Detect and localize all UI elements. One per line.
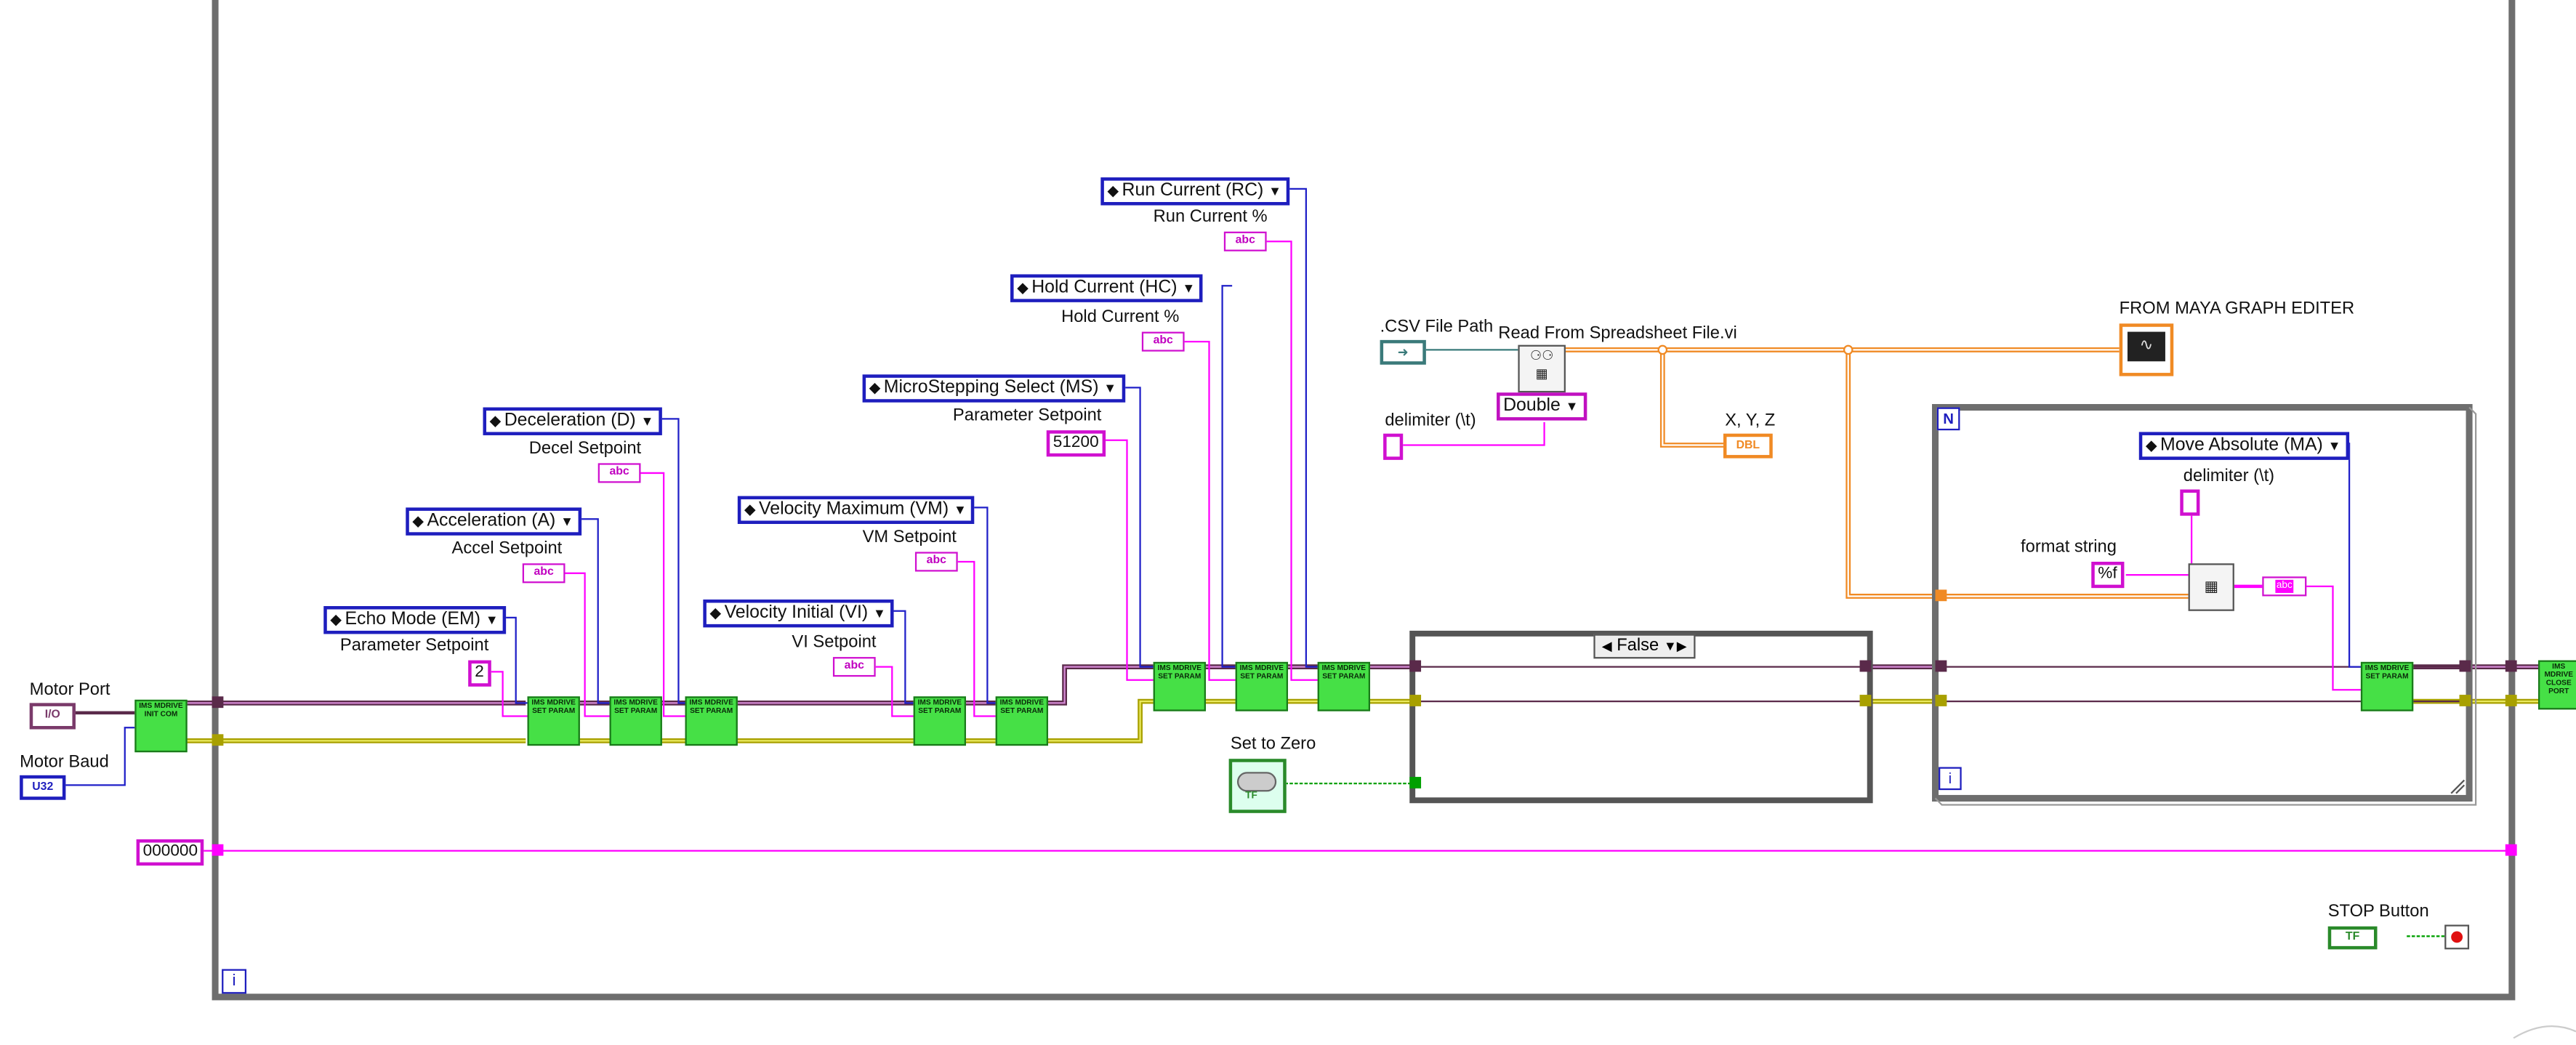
- delimiter-control[interactable]: [1383, 433, 1404, 460]
- echo-setpoint-constant[interactable]: 2: [468, 660, 491, 687]
- vi-setpoint-control[interactable]: abc: [832, 657, 876, 677]
- stop-button-control[interactable]: TF: [2327, 926, 2378, 950]
- csv-file-path-label: .CSV File Path: [1380, 317, 1494, 337]
- vm-setpoint-control[interactable]: abc: [914, 552, 958, 572]
- motor-baud-label: Motor Baud: [20, 752, 109, 772]
- read-spreadsheet-vi[interactable]: ⚆⚆▦: [1518, 344, 1566, 393]
- echo-mode-ring[interactable]: ◆Echo Mode (EM)▼: [323, 606, 507, 634]
- decel-setpoint-label: Decel Setpoint: [528, 438, 642, 459]
- while-loop-frame: [212, 0, 2516, 1001]
- delimiter-label-2: delimiter (\t): [2183, 466, 2275, 487]
- velocity-maximum-ring[interactable]: ◆Velocity Maximum (VM)▼: [737, 496, 975, 525]
- motor-port-label: Motor Port: [29, 679, 110, 700]
- loop-index-terminal: i: [1939, 767, 1962, 791]
- hold-current-control[interactable]: abc: [1141, 331, 1185, 352]
- set-param-subvi-hc[interactable]: IMS MDRIVE SET PARAM: [1235, 661, 1288, 711]
- read-spreadsheet-label: Read From Spreadsheet File.vi: [1498, 323, 1737, 344]
- count-terminal: N: [1936, 407, 1960, 431]
- set-param-subvi-vm[interactable]: IMS MDRIVE SET PARAM: [995, 696, 1049, 746]
- xyz-indicator: DBL: [1723, 433, 1773, 459]
- deceleration-ring[interactable]: ◆Deceleration (D)▼: [483, 407, 662, 435]
- run-current-ring[interactable]: ◆Run Current (RC)▼: [1100, 177, 1290, 206]
- delimiter-label: delimiter (\t): [1385, 411, 1476, 431]
- hold-current-pct-label: Hold Current %: [1061, 307, 1180, 327]
- format-string-label: format string: [2021, 537, 2117, 557]
- set-param-subvi-vi[interactable]: IMS MDRIVE SET PARAM: [913, 696, 966, 746]
- accel-setpoint-label: Accel Setpoint: [451, 538, 563, 559]
- csv-path-control[interactable]: ➜: [1380, 339, 1426, 365]
- xyz-label: X, Y, Z: [1725, 411, 1776, 431]
- delimiter-control-2[interactable]: [2180, 489, 2200, 516]
- graph-icon: ∿: [2127, 331, 2165, 362]
- run-current-control[interactable]: abc: [1223, 231, 1267, 251]
- vm-setpoint-label: VM Setpoint: [862, 527, 957, 547]
- format-string-constant[interactable]: %f: [2091, 561, 2124, 589]
- ms-setpoint-constant[interactable]: 51200: [1046, 430, 1106, 457]
- stop-button-label: STOP Button: [2327, 901, 2429, 921]
- decel-setpoint-control[interactable]: abc: [597, 463, 641, 483]
- parameter-setpoint-label: Parameter Setpoint: [339, 635, 489, 655]
- velocity-initial-ring[interactable]: ◆Velocity Initial (VI)▼: [703, 599, 895, 628]
- init-string-constant[interactable]: 000000: [136, 839, 205, 866]
- motor-port-control[interactable]: I/O: [29, 703, 76, 730]
- graph-indicator: ∿: [2119, 323, 2174, 376]
- stop-condition-terminal: [2444, 924, 2470, 950]
- motor-baud-control[interactable]: U32: [20, 775, 66, 800]
- toggle-switch-icon: [1236, 772, 1277, 792]
- set-param-subvi-echo[interactable]: IMS MDRIVE SET PARAM: [527, 696, 580, 746]
- from-maya-label: FROM MAYA GRAPH EDITER: [2119, 299, 2355, 319]
- init-com-subvi[interactable]: IMS MDRIVE INIT COM: [134, 699, 188, 753]
- acceleration-ring[interactable]: ◆Acceleration (A)▼: [406, 507, 582, 536]
- accel-setpoint-control[interactable]: abc: [522, 563, 565, 584]
- set-param-subvi-decel[interactable]: IMS MDRIVE SET PARAM: [685, 696, 738, 746]
- double-type-selector[interactable]: Double▼: [1497, 392, 1587, 421]
- set-to-zero-control[interactable]: TF: [1228, 759, 1287, 813]
- microstepping-ring[interactable]: ◆MicroStepping Select (MS)▼: [862, 374, 1125, 403]
- set-param-subvi-accel[interactable]: IMS MDRIVE SET PARAM: [609, 696, 662, 746]
- move-absolute-ring[interactable]: ◆Move Absolute (MA)▼: [2138, 432, 2349, 460]
- close-port-subvi[interactable]: IMS MDRIVE CLOSE PORT: [2538, 660, 2576, 710]
- hold-current-ring[interactable]: ◆Hold Current (HC)▼: [1010, 274, 1204, 302]
- set-param-subvi-ms[interactable]: IMS MDRIVE SET PARAM: [1153, 661, 1206, 711]
- run-current-pct-label: Run Current %: [1153, 206, 1268, 227]
- vi-setpoint-label: VI Setpoint: [792, 632, 877, 653]
- string-index-node: abc: [2262, 576, 2307, 597]
- case-selector[interactable]: ◀ False ▼▶: [1593, 634, 1695, 659]
- set-param-subvi-rc[interactable]: IMS MDRIVE SET PARAM: [1317, 661, 1371, 711]
- stop-icon: [2451, 931, 2463, 943]
- parameter-setpoint-label-2: Parameter Setpoint: [952, 406, 1102, 426]
- iteration-terminal: i: [222, 969, 247, 994]
- set-to-zero-label: Set to Zero: [1230, 734, 1316, 754]
- set-param-subvi-ma[interactable]: IMS MDRIVE SET PARAM: [2360, 661, 2414, 711]
- array-to-spreadsheet-string[interactable]: ▦: [2188, 563, 2234, 611]
